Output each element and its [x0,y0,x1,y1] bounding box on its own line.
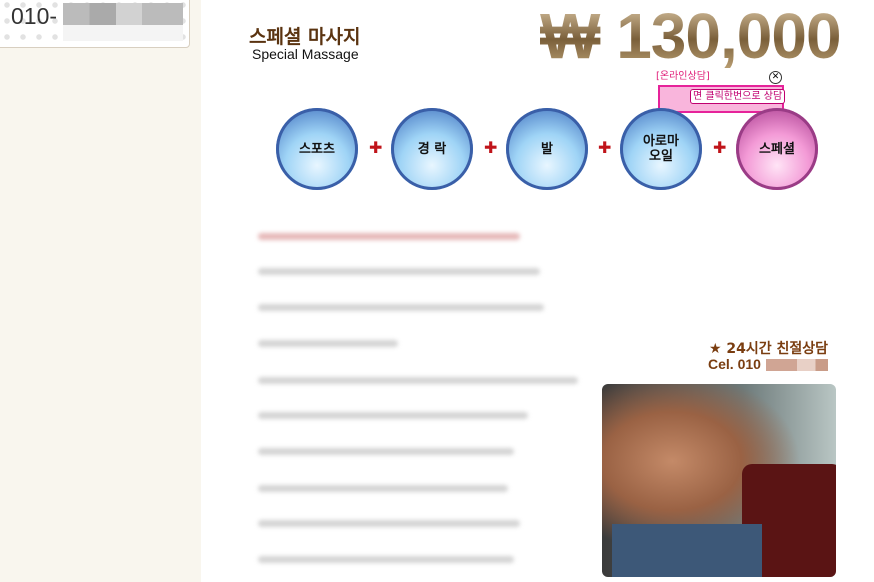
course-foot: 발 [506,108,588,190]
blurred-line [258,485,508,492]
phone-mask [63,3,183,25]
phone-number: 010- [11,3,58,29]
phone-mask-lower [63,25,183,41]
ad-text[interactable]: 면 클릭한번으로 상담 [690,89,786,104]
plus-icon: ✚ [713,138,727,157]
ad-label: [온라인상담] [656,71,710,82]
course-gyeongrak: 경 락 [391,108,473,190]
blurred-line [258,340,398,347]
close-icon[interactable]: ✕ [769,71,782,84]
phone-mask [766,359,828,371]
plus-icon: ✚ [369,138,383,157]
page-title: 스페셜 마사지 [249,26,361,48]
blurred-line [258,304,544,311]
blurred-line [258,448,514,455]
blurred-line [258,412,528,419]
left-sidebar: 010- [0,0,201,582]
model-photo [602,384,836,577]
plus-icon: ✚ [598,138,612,157]
page-subtitle: Special Massage [252,46,359,62]
course-sports: 스포츠 [276,108,358,190]
blurred-line [258,377,578,384]
course-special: 스페셜 [736,108,818,190]
blurred-line [258,233,520,240]
contact-phone: Cel. 010 [708,356,761,372]
contact-headline: ★ 24시간 친절상담 [709,341,829,357]
blurred-line [258,556,514,563]
course-aroma: 아로마 오일 [620,108,702,190]
jeans [612,524,762,577]
plus-icon: ✚ [484,138,498,157]
price: ₩ 130,000 [540,0,842,72]
blurred-line [258,520,520,527]
phone-banner[interactable]: 010- [0,0,190,48]
blurred-line [258,268,540,275]
